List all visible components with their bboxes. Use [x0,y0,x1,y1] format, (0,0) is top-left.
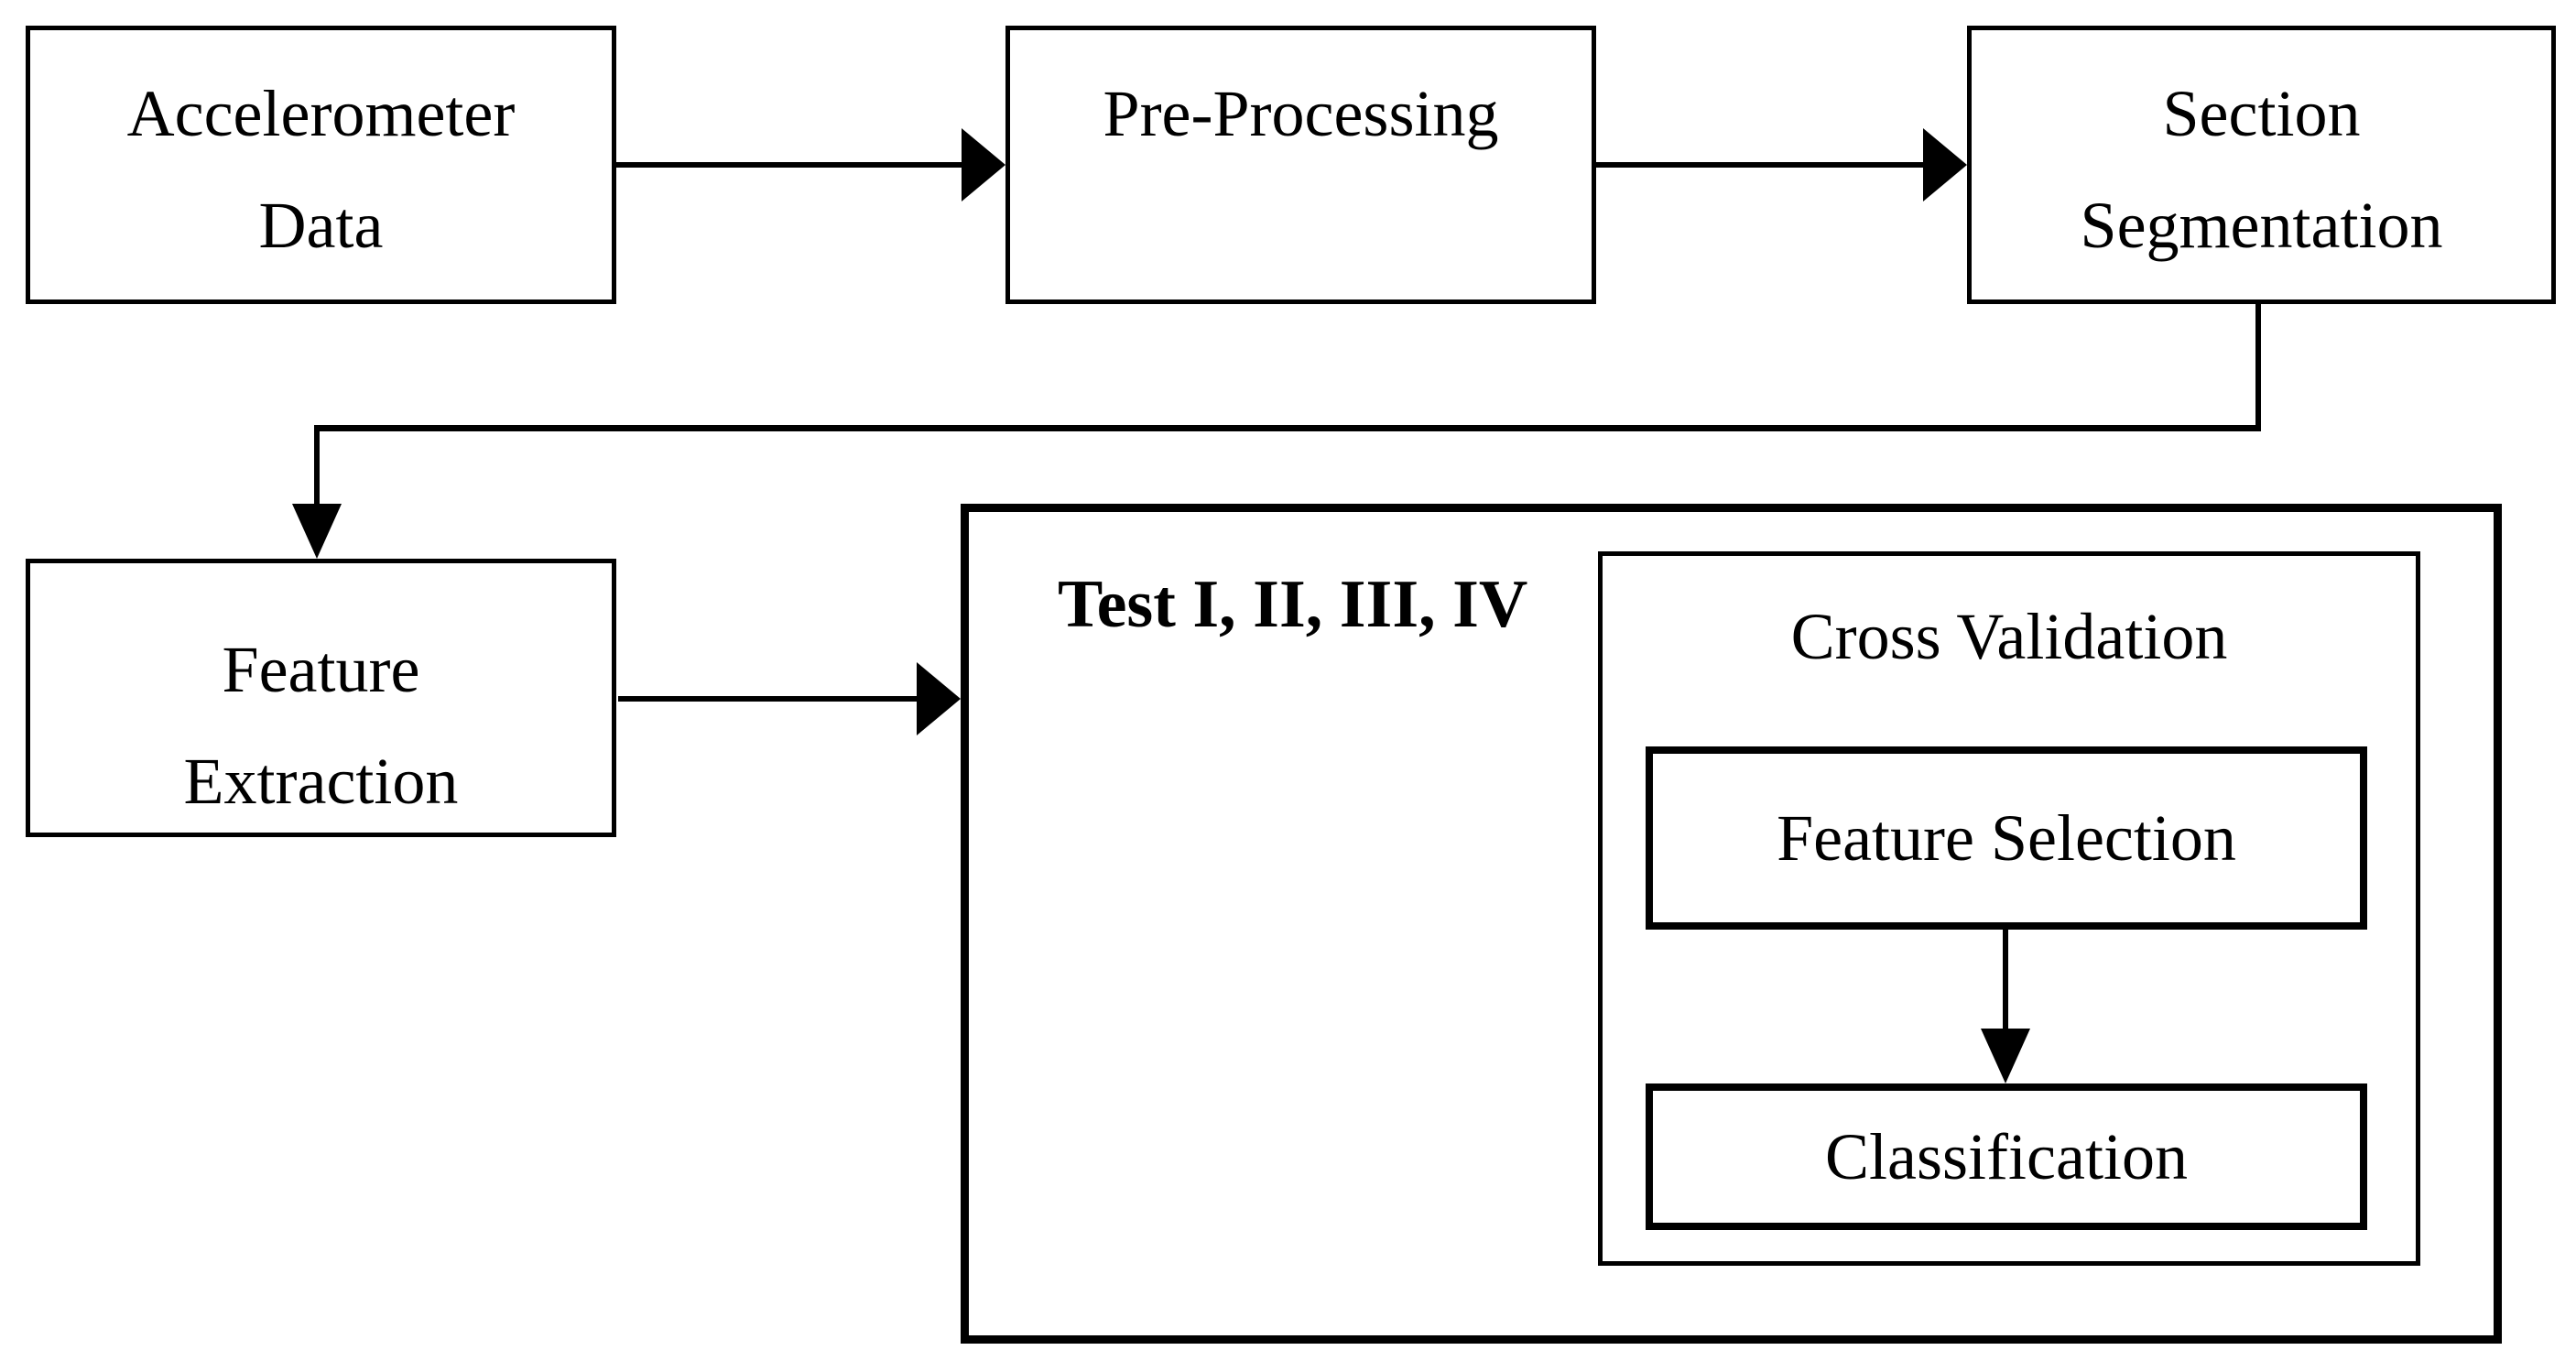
node-classification: Classification [1646,1083,2367,1230]
node-label-line: Classification [1825,1120,2188,1193]
node-label-line: Data [258,189,384,262]
arrow-line [616,162,966,168]
node-feature-extraction: Feature Extraction [26,559,616,837]
arrowhead-right-icon [1923,128,1967,201]
arrow-line [2003,930,2008,1032]
node-label-line: Feature Selection [1777,801,2236,875]
group-test-label: Test I, II, III, IV [1058,567,1528,642]
arrowhead-right-icon [917,662,961,735]
arrow-line [314,425,320,509]
arrow-line [2255,302,2261,430]
node-label-line: Cross Validation [1790,600,2228,673]
arrow-line [314,425,2261,431]
node-label-line: Accelerometer [126,77,516,150]
arrow-line [1596,162,1928,168]
node-label-line: Feature [222,633,420,706]
arrowhead-down-icon [1981,1029,2030,1083]
node-label-line: Segmentation [2080,189,2443,262]
arrow-line [618,696,920,702]
node-cross-validation: Cross Validation [1598,551,2420,1266]
node-label-line: Extraction [183,745,459,818]
node-label-line: Pre-Processing [1103,77,1499,150]
node-feature-selection: Feature Selection [1646,746,2367,930]
node-label-line: Section [2162,77,2361,150]
arrowhead-down-icon [292,504,342,559]
node-section-segmentation: Section Segmentation [1967,26,2556,304]
group-test-container [961,504,2502,1344]
node-accelerometer-data: Accelerometer Data [26,26,616,304]
node-pre-processing: Pre-Processing [1005,26,1596,304]
arrowhead-right-icon [962,128,1005,201]
